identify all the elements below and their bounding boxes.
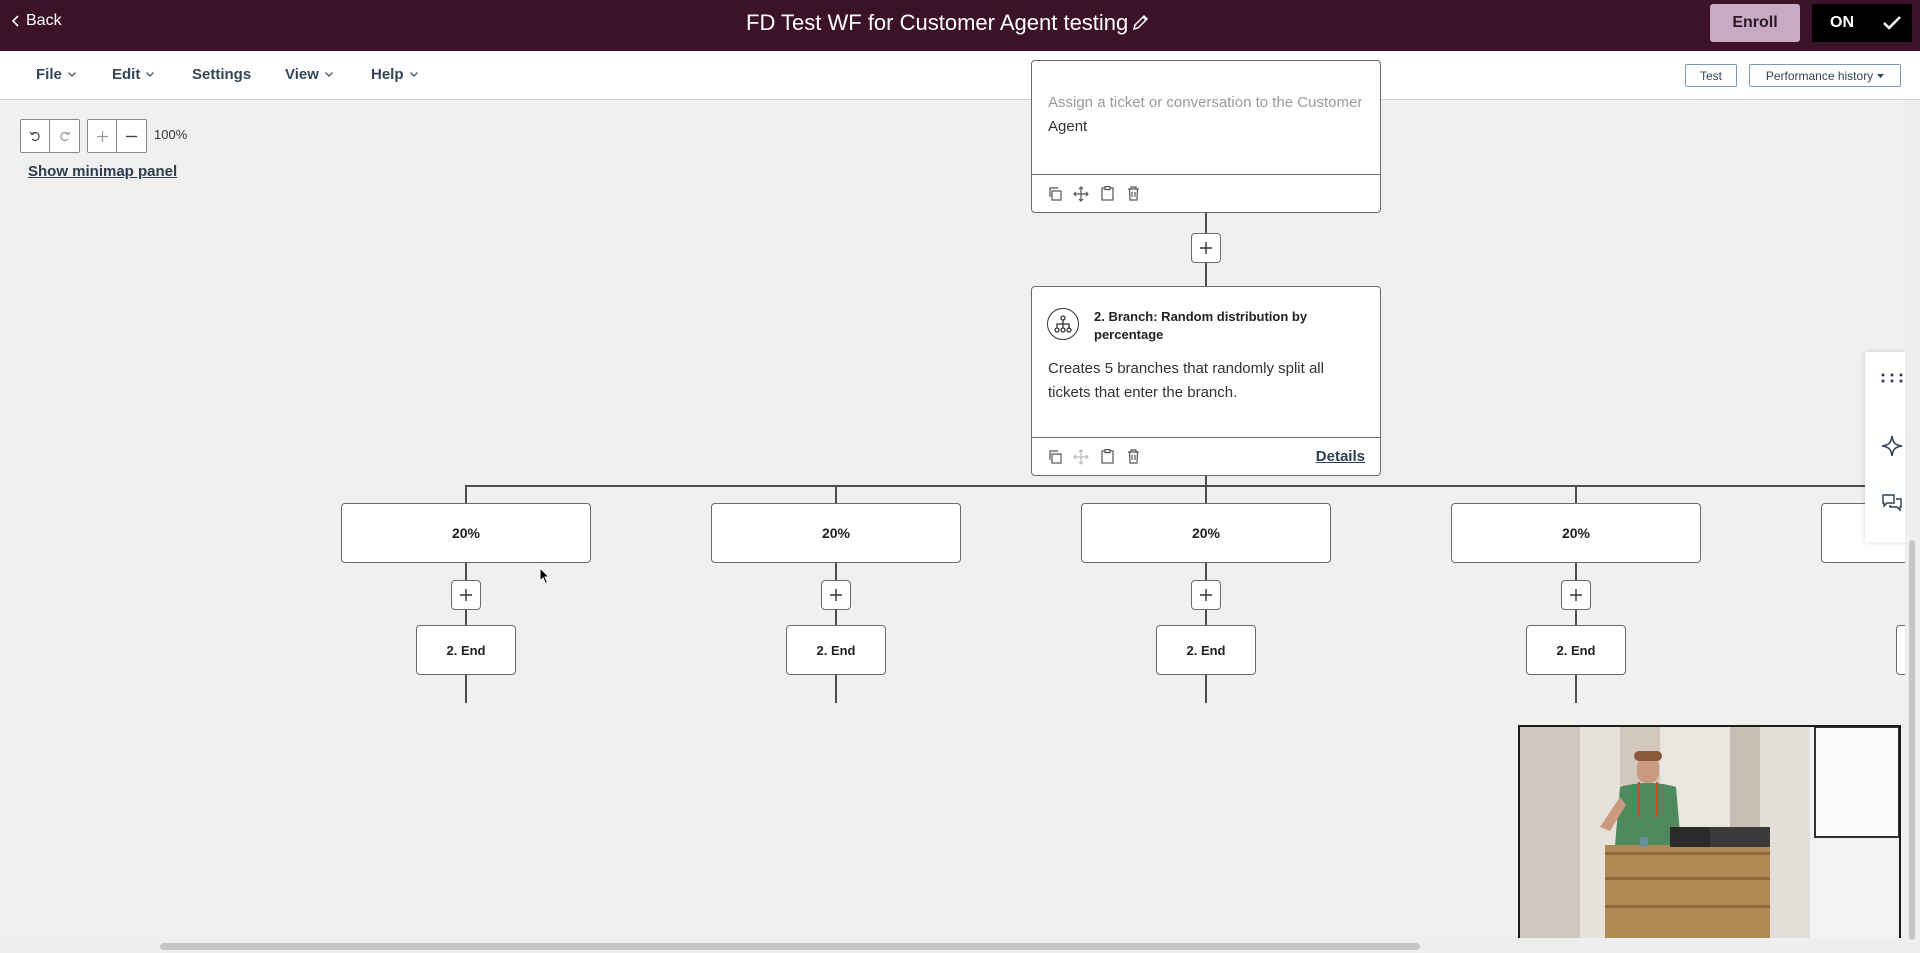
undo-redo-group: [20, 119, 80, 153]
on-toggle-check[interactable]: [1872, 4, 1912, 42]
redo-button[interactable]: [50, 120, 79, 152]
add-action-button[interactable]: [1191, 233, 1221, 263]
plus-icon: [460, 589, 472, 601]
menu-settings-label: Settings: [192, 66, 252, 83]
menu-help-label: Help: [371, 66, 404, 83]
trash-icon[interactable]: [1124, 448, 1142, 466]
action-description-line1: Assign a ticket or conversation to the C…: [1048, 94, 1363, 111]
menu-settings[interactable]: Settings: [192, 66, 251, 83]
zoom-level: 100%: [154, 127, 188, 142]
speaker-video-frame: [1520, 727, 1899, 938]
action-card-footer: Details: [1032, 437, 1380, 475]
zoom-in-button[interactable]: [88, 120, 117, 152]
show-minimap-link[interactable]: Show minimap panel: [28, 163, 178, 180]
branch-title-line1: 2. Branch: Random distribution by: [1094, 309, 1308, 324]
menu-file-label: File: [36, 66, 62, 83]
undo-button[interactable]: [21, 120, 50, 152]
plus-icon: [96, 130, 108, 142]
horizontal-scrollbar-thumb[interactable]: [160, 943, 1420, 950]
menu-file[interactable]: File: [36, 66, 76, 83]
check-icon: [1883, 16, 1901, 30]
plus-icon: [1200, 589, 1212, 601]
end-node[interactable]: 2. End: [416, 625, 516, 675]
vertical-scrollbar-thumb[interactable]: [1909, 540, 1915, 940]
branch-percentage-box[interactable]: 20%: [711, 503, 961, 563]
branch-connector: [465, 485, 1885, 487]
chevron-down-icon: [324, 72, 333, 77]
branch-title-line2: percentage: [1094, 327, 1164, 342]
menu-help[interactable]: Help: [371, 66, 418, 83]
move-icon[interactable]: [1072, 185, 1090, 203]
action-description-line2: Agent: [1048, 118, 1088, 135]
chevron-down-icon: [67, 72, 76, 77]
menu-edit-label: Edit: [112, 66, 141, 83]
enroll-button[interactable]: Enroll: [1710, 4, 1800, 42]
plus-icon: [1570, 589, 1582, 601]
caret-down-icon: [1877, 73, 1885, 78]
plus-icon: [1200, 242, 1212, 254]
menu-view-label: View: [285, 66, 319, 83]
chevron-left-icon: [12, 15, 19, 27]
mouse-cursor: [539, 567, 551, 585]
redo-icon: [59, 131, 70, 142]
add-action-button[interactable]: [451, 580, 481, 610]
branch-title: 2. Branch: Random distribution by percen…: [1094, 308, 1307, 344]
end-node[interactable]: 2. End: [1156, 625, 1256, 675]
action-card-footer: [1032, 174, 1380, 212]
menu-edit[interactable]: Edit: [112, 66, 155, 83]
details-link[interactable]: Details: [1315, 448, 1365, 465]
action-card-assign[interactable]: Assign a ticket or conversation to the C…: [1031, 60, 1381, 213]
menu-view[interactable]: View: [285, 66, 333, 83]
add-action-button[interactable]: [1191, 580, 1221, 610]
add-action-button[interactable]: [821, 580, 851, 610]
test-button[interactable]: Test: [1685, 64, 1737, 87]
on-toggle[interactable]: ON: [1812, 4, 1872, 42]
branch-icon: [1047, 308, 1079, 340]
video-overlay: [1518, 725, 1901, 940]
menu-bar: File Edit Settings View Help: [0, 51, 1920, 100]
chat-icon[interactable]: [1880, 491, 1904, 515]
back-button[interactable]: Back: [12, 12, 62, 30]
branch-description-line2: tickets that enter the branch.: [1048, 384, 1238, 401]
branch-description-line1: Creates 5 branches that randomly split a…: [1048, 360, 1324, 377]
branch-percentage-box[interactable]: 20%: [341, 503, 591, 563]
top-bar: Back FD Test WF for Customer Agent testi…: [0, 0, 1920, 51]
chevron-down-icon: [409, 72, 418, 77]
plus-icon: [830, 589, 842, 601]
chevron-down-icon: [146, 72, 155, 77]
end-node[interactable]: 2. End: [786, 625, 886, 675]
clipboard-icon[interactable]: [1098, 448, 1116, 466]
back-label: Back: [26, 12, 62, 29]
minus-icon: [126, 135, 137, 137]
workflow-title[interactable]: FD Test WF for Customer Agent testing: [746, 10, 1129, 35]
branch-percentage-box[interactable]: 20%: [1451, 503, 1701, 563]
sparkle-icon[interactable]: [1880, 434, 1904, 458]
branch-percentage-box[interactable]: 20%: [1081, 503, 1331, 563]
zoom-out-button[interactable]: [117, 120, 146, 152]
action-card-branch[interactable]: 2. Branch: Random distribution by percen…: [1031, 286, 1381, 476]
pencil-icon[interactable]: [1131, 12, 1151, 32]
move-icon: [1072, 448, 1090, 466]
zoom-group: [87, 119, 147, 153]
copy-icon[interactable]: [1046, 185, 1064, 203]
performance-history-button[interactable]: Performance history: [1749, 64, 1901, 87]
clipboard-icon[interactable]: [1098, 185, 1116, 203]
performance-history-label: Performance history: [1765, 68, 1874, 83]
vertical-scrollbar[interactable]: [1905, 100, 1920, 953]
grid-icon[interactable]: [1880, 366, 1904, 390]
undo-icon: [29, 131, 40, 142]
end-node[interactable]: 2. End: [1526, 625, 1626, 675]
copy-icon[interactable]: [1046, 448, 1064, 466]
trash-icon[interactable]: [1124, 185, 1142, 203]
add-action-button[interactable]: [1561, 580, 1591, 610]
